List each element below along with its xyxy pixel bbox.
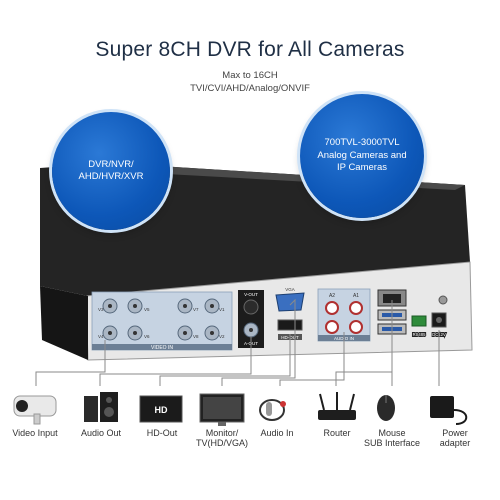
- svg-text:A1: A1: [353, 293, 359, 299]
- bubble-right-line3: IP Cameras: [337, 162, 387, 174]
- dvr-left-side: [40, 286, 88, 360]
- bubble-left-line2: AHD/HVR/XVR: [78, 171, 144, 182]
- microphone-icon: [259, 399, 286, 421]
- audio-port: [349, 301, 363, 315]
- accessory-label-monitor: Monitor/ TV(HD/VGA): [195, 428, 248, 449]
- monitor-icon: [199, 393, 245, 426]
- camera-icon: [13, 395, 57, 425]
- v-out-port: [243, 299, 259, 315]
- accessory-label-mouse: Mouse SUB Interface: [363, 428, 421, 449]
- vga-port: [275, 292, 305, 312]
- compatibility-bubble-right: 700TVL-3000TVL Analog Cameras and IP Cam…: [300, 94, 424, 218]
- audio-port: [325, 320, 339, 334]
- ground-screw: [438, 295, 448, 305]
- connector-lines: [35, 298, 440, 386]
- accessory-label-hd-out: HD-Out: [146, 428, 178, 438]
- compatibility-bubble-left: DVR/NVR/ AHD/HVR/XVR: [52, 112, 170, 230]
- router-icon: [318, 392, 356, 420]
- bubble-right-line2: Analog Cameras and: [317, 149, 407, 161]
- hdmi-port: [277, 319, 303, 331]
- bubble-right-line1: 700TVL-3000TVL: [324, 137, 400, 149]
- port-label: V7: [193, 307, 199, 312]
- accessory-label-audio-out: Audio Out: [80, 428, 122, 438]
- subtitle-line-2: TVI/CVI/AHD/Analog/ONVIF: [190, 83, 310, 94]
- bubble-left-line1: DVR/NVR/: [88, 158, 134, 170]
- audio-port: [349, 320, 363, 334]
- accessory-label-video-input: Video Input: [12, 428, 58, 438]
- subtitle-line-1: Max to 16CH: [222, 70, 278, 81]
- page-title: Super 8CH DVR for All Cameras: [95, 38, 405, 61]
- hd-tv-icon: HD: [139, 395, 183, 423]
- port-label: V1: [219, 307, 225, 312]
- svg-text:HD: HD: [155, 405, 168, 415]
- port-label: V5: [144, 307, 150, 312]
- accessory-label-power: Power adapter: [439, 428, 471, 449]
- audio-port: [325, 301, 339, 315]
- speaker-icon: [84, 392, 118, 422]
- power-adapter-icon: [430, 396, 468, 425]
- rs485-terminal: [411, 315, 427, 327]
- svg-text:RS485: RS485: [413, 332, 426, 337]
- accessory-label-router: Router: [323, 428, 351, 438]
- vga-label: VGA: [285, 287, 295, 292]
- port-label: V8: [193, 334, 199, 339]
- port-label: V3: [98, 307, 104, 312]
- v-out-label: V-OUT: [244, 292, 258, 297]
- port-label: V4: [98, 334, 104, 339]
- port-label: V2: [219, 334, 225, 339]
- accessory-label-audio-in: Audio In: [260, 428, 294, 438]
- svg-text:A2: A2: [329, 293, 335, 299]
- mouse-icon: [377, 395, 395, 421]
- port-label: V6: [144, 334, 150, 339]
- video-in-label: VIDEO IN: [151, 345, 173, 351]
